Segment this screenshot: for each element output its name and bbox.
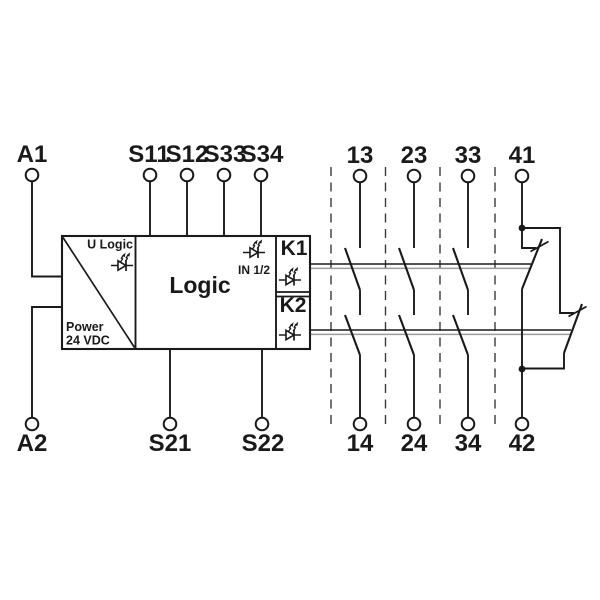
terminal-label-24: 24 [401, 430, 428, 457]
terminal-label-a1: A1 [17, 141, 48, 168]
terminal-a1 [24, 167, 40, 183]
terminal-23 [406, 168, 422, 184]
terminal-label-a2: A2 [17, 430, 48, 457]
nc-contact-blade-k1 [521, 238, 543, 290]
logic-label: Logic [169, 272, 231, 298]
terminal-s11 [142, 167, 158, 183]
contact-blade-k2 [398, 314, 415, 356]
wires [31, 181, 587, 418]
contact-blade-k2 [344, 314, 361, 356]
in-led-label: IN 1/2 [238, 263, 270, 277]
terminal-label-23: 23 [401, 142, 428, 169]
power-supply-diagonal [62, 237, 136, 348]
terminal-13 [352, 168, 368, 184]
terminal-label-41: 41 [509, 142, 536, 169]
mechanical-link-k1 [310, 263, 531, 270]
terminal-circles [24, 167, 530, 432]
terminal-24 [406, 416, 422, 432]
junction-dot [518, 365, 526, 373]
terminal-labels-top: A1 S11 S12 S33 S34 13 23 33 41 [17, 141, 536, 169]
terminal-label-14: 14 [347, 430, 374, 457]
wire-a2 [31, 306, 62, 418]
terminal-s12 [179, 167, 195, 183]
u-logic-label: U Logic [87, 238, 133, 252]
power-label-line1: Power [66, 320, 104, 334]
junction-dot [518, 224, 526, 232]
relay-module: U Logic Power 24 VDC Logic IN 1/2 K1 K2 [60, 234, 312, 351]
terminal-label-33: 33 [455, 142, 482, 169]
terminal-33 [460, 168, 476, 184]
nc-contact-path-41-42 [521, 182, 587, 418]
relay-k1-label: K1 [281, 237, 308, 260]
terminal-label-13: 13 [347, 142, 374, 169]
contact-blade-k1 [344, 247, 361, 291]
module-outline [60, 234, 312, 351]
channel-separator-dashed-lines [330, 167, 496, 430]
terminal-s21 [162, 416, 178, 432]
terminal-14 [352, 416, 368, 432]
terminal-a2 [24, 416, 40, 432]
terminal-41 [514, 168, 530, 184]
power-label-line2: 24 VDC [66, 334, 110, 348]
terminal-label-s21: S21 [149, 430, 192, 457]
terminal-label-42: 42 [509, 430, 536, 457]
terminal-label-34: 34 [455, 430, 482, 457]
terminal-34 [460, 416, 476, 432]
terminal-label-s12: S12 [166, 141, 209, 168]
nc-contact-stop-tick [568, 305, 587, 318]
terminal-s22 [254, 416, 270, 432]
relay-k2-label: K2 [280, 294, 307, 317]
no-contact-path-13-14 [344, 182, 361, 418]
terminal-s33 [216, 167, 232, 183]
contact-blade-k1 [452, 247, 469, 291]
terminal-label-s22: S22 [242, 430, 285, 457]
terminal-label-s34: S34 [241, 141, 284, 168]
contact-blade-k2 [452, 314, 469, 356]
wire-a1 [31, 181, 62, 278]
terminal-42 [514, 416, 530, 432]
terminal-s34 [253, 167, 269, 183]
no-contact-path-23-24 [398, 182, 415, 418]
terminal-label-s33: S33 [204, 141, 247, 168]
nc-contact-blade-k2 [563, 303, 583, 354]
mechanical-link-k2 [310, 329, 571, 336]
terminal-labels-bottom: A2 S21 S22 14 24 34 42 [17, 430, 536, 457]
contact-blade-k1 [398, 247, 415, 291]
no-contact-path-33-34 [452, 182, 469, 418]
terminal-label-s11: S11 [128, 141, 169, 168]
